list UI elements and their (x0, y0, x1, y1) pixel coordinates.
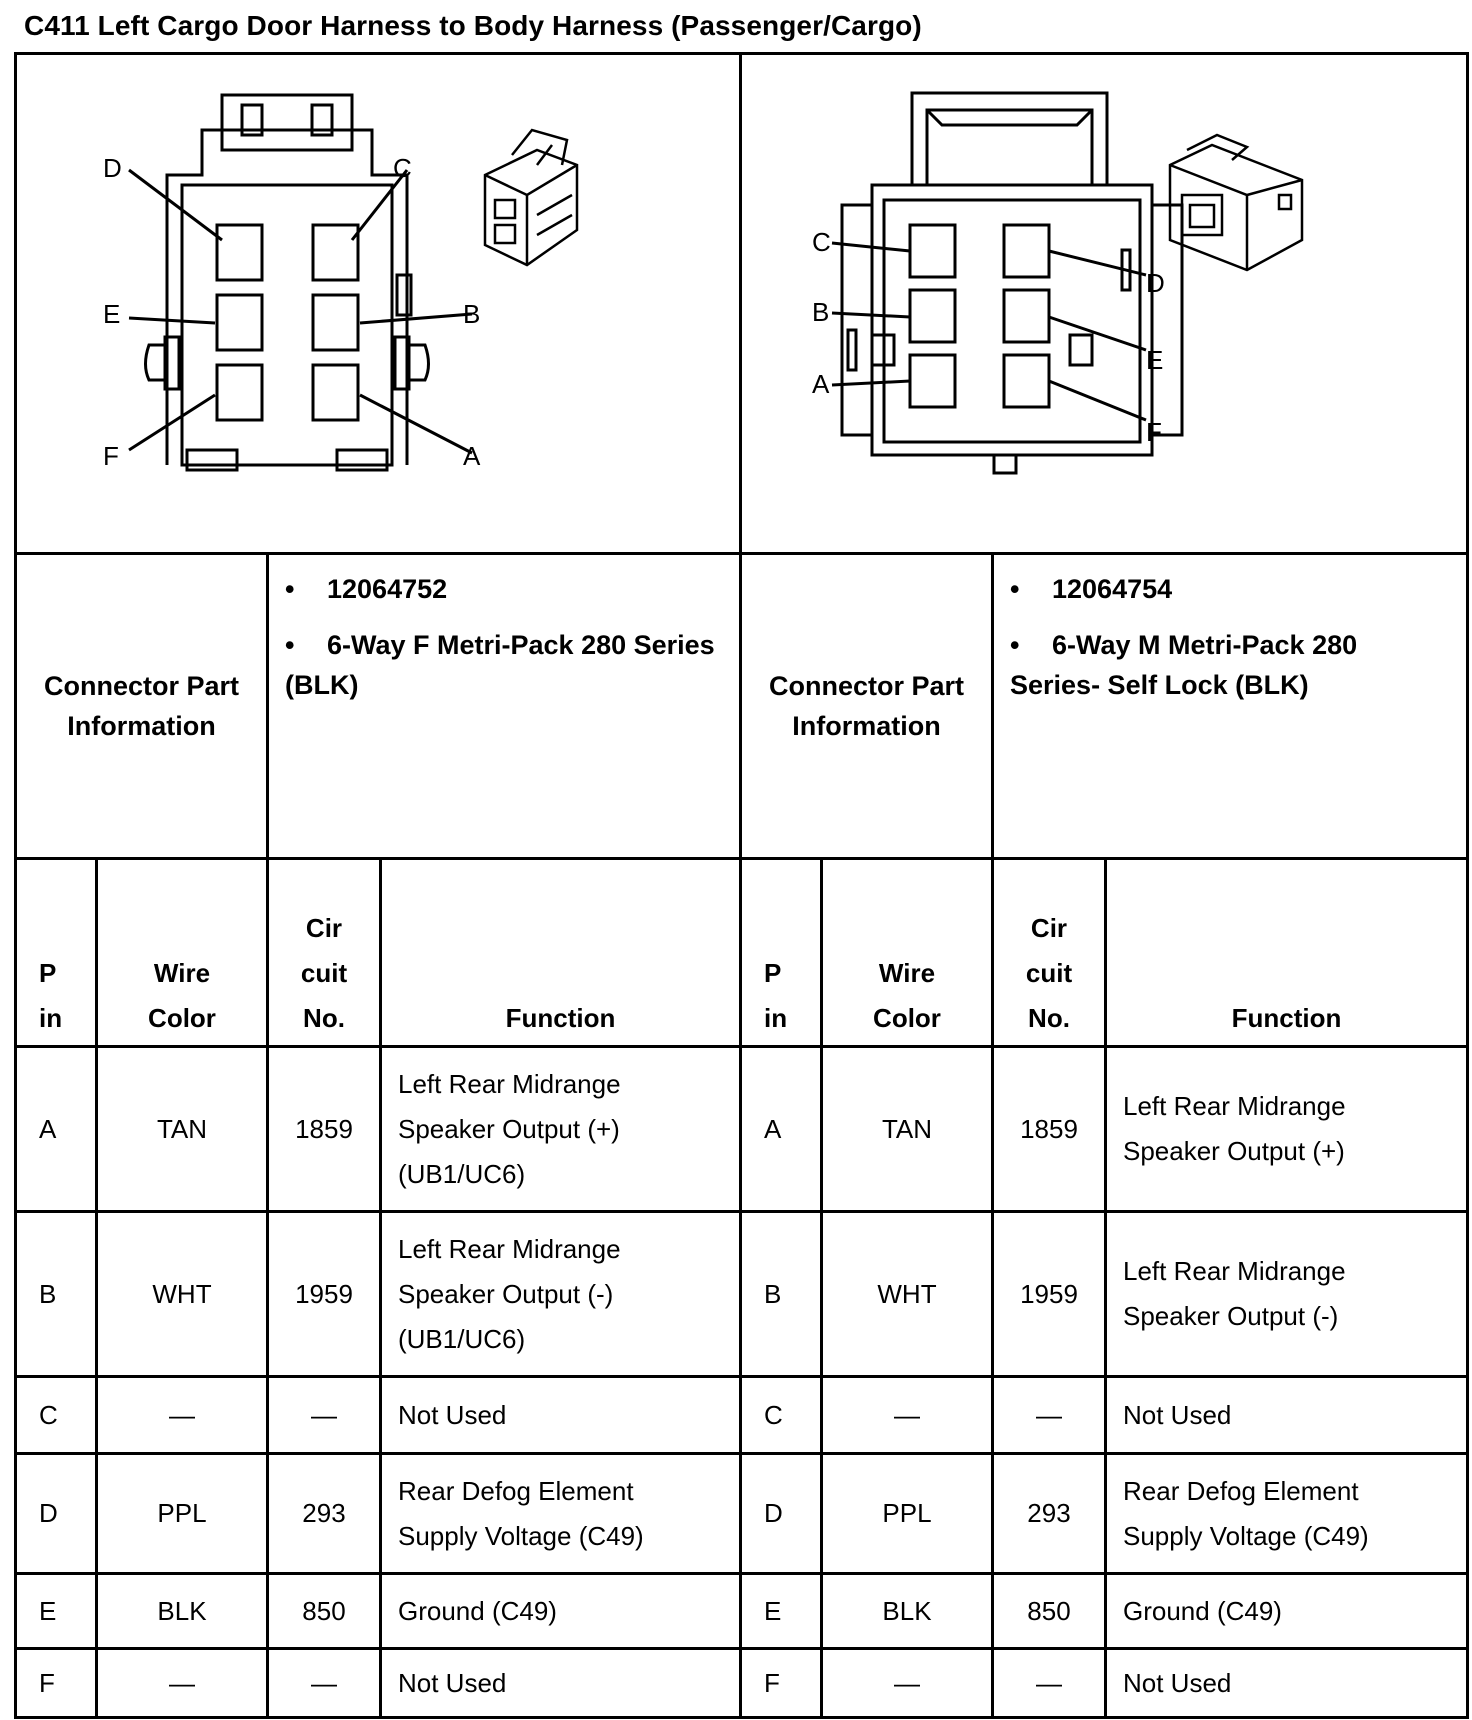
left-cavity-label: D (103, 153, 122, 183)
circuit-cell: 1959 (994, 1213, 1107, 1378)
right-description: 6-Way M Metri-Pack 280 Series- Self Lock… (1010, 630, 1358, 700)
wire-color-cell: PPL (98, 1455, 269, 1575)
page-title: C411 Left Cargo Door Harness to Body Har… (24, 10, 922, 41)
circuit-cell: 850 (994, 1575, 1107, 1650)
left-cavity-label: E (103, 299, 120, 329)
left-info-label: Connector Part Information (43, 671, 240, 741)
circuit-cell: — (994, 1650, 1107, 1719)
left-part-number: 12064752 (327, 574, 448, 604)
right-connector-drawing: C B A D E F (812, 91, 1304, 475)
wire-color-cell: PPL (823, 1455, 994, 1575)
circuit-cell: — (269, 1650, 382, 1719)
left-connector-drawing: D C E B F A (103, 93, 579, 472)
function-cell: Not Used (1107, 1650, 1469, 1719)
left-cavity-label: C (393, 153, 412, 183)
wire-color-cell: WHT (98, 1213, 269, 1378)
function-cell: Not Used (1107, 1378, 1469, 1455)
pin-cell: A (742, 1048, 823, 1213)
right-cavity-label: C (812, 227, 831, 257)
left-description: 6-Way F Metri-Pack 280 Series (BLK) (285, 630, 715, 700)
header-function: Function (382, 860, 742, 1048)
wire-color-cell: TAN (98, 1048, 269, 1213)
pin-cell: C (742, 1378, 823, 1455)
wire-color-cell: WHT (823, 1213, 994, 1378)
wire-color-cell: — (98, 1650, 269, 1719)
function-cell: Not Used (382, 1650, 742, 1719)
right-info-details: •12064754 •6-Way M Metri-Pack 280 Series… (994, 555, 1469, 860)
left-description-item: •6-Way F Metri-Pack 280 Series (BLK) (285, 630, 715, 700)
circuit-cell: 850 (269, 1575, 382, 1650)
right-connector-diagram: C B A D E F (742, 55, 1469, 555)
pin-cell: C (17, 1378, 98, 1455)
circuit-cell: 293 (269, 1455, 382, 1575)
right-cavity-label: A (812, 369, 830, 399)
left-part-number-item: •12064752 (285, 574, 448, 604)
pin-cell: B (742, 1213, 823, 1378)
pin-cell: F (17, 1650, 98, 1719)
circuit-cell: 1859 (269, 1048, 382, 1213)
pin-cell: F (742, 1650, 823, 1719)
right-cavity-label: F (1146, 417, 1162, 447)
wire-color-cell: BLK (98, 1575, 269, 1650)
left-info-details: •12064752 •6-Way F Metri-Pack 280 Series… (269, 555, 742, 860)
left-cavity-label: A (463, 441, 481, 471)
right-cavity-label: D (1146, 268, 1165, 298)
right-info-label-cell: Connector Part Information (742, 555, 994, 860)
pin-cell: B (17, 1213, 98, 1378)
circuit-cell: 1959 (269, 1213, 382, 1378)
left-connector-diagram: D C E B F A (17, 55, 742, 555)
right-cavity-label: E (1146, 345, 1163, 375)
right-description-item: •6-Way M Metri-Pack 280 Series- Self Loc… (1010, 630, 1358, 700)
circuit-cell: 1859 (994, 1048, 1107, 1213)
pin-cell: D (17, 1455, 98, 1575)
circuit-cell: — (994, 1378, 1107, 1455)
wire-color-cell: TAN (823, 1048, 994, 1213)
right-part-number: 12064754 (1052, 574, 1173, 604)
pin-cell: D (742, 1455, 823, 1575)
wire-color-cell: — (98, 1378, 269, 1455)
circuit-cell: 293 (994, 1455, 1107, 1575)
function-cell: Ground (C49) (1107, 1575, 1469, 1650)
pin-cell: E (742, 1575, 823, 1650)
function-cell: Ground (C49) (382, 1575, 742, 1650)
circuit-cell: — (269, 1378, 382, 1455)
wire-color-cell: BLK (823, 1575, 994, 1650)
right-part-number-item: •12064754 (1010, 574, 1173, 604)
right-cavity-label: B (812, 297, 829, 327)
left-cavity-label: F (103, 441, 119, 471)
header-function: Function (1107, 860, 1469, 1048)
pin-cell: A (17, 1048, 98, 1213)
left-cavity-label: B (463, 299, 480, 329)
right-info-label: Connector Part Information (768, 671, 965, 741)
wire-color-cell: — (823, 1650, 994, 1719)
connector-sheet: D C E B F A (14, 52, 1469, 1719)
wire-color-cell: — (823, 1378, 994, 1455)
function-cell: Not Used (382, 1378, 742, 1455)
left-info-label-cell: Connector Part Information (17, 555, 269, 860)
pin-cell: E (17, 1575, 98, 1650)
